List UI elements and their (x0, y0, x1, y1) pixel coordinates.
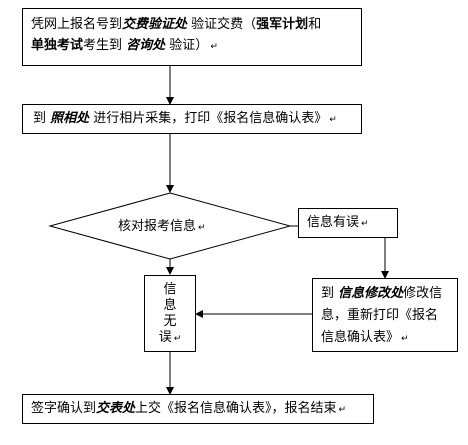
paragraph-mark: ↵ (338, 405, 347, 415)
info-error-text: 信息有误 (307, 215, 360, 230)
separate-exam: 单独考试 (31, 38, 84, 53)
inquiry-office: 咨询处 (126, 38, 166, 53)
box1-text-5: 和 (308, 17, 322, 32)
paragraph-mark: ↵ (401, 334, 409, 344)
info-error-box: 信息有误↵ (298, 208, 398, 238)
box2-text-3: 进行相片采集，打印《报名信息确认表》 (89, 111, 328, 126)
info-correct-char-1: 信 (163, 282, 177, 297)
box1-text-3: 验证交费（ (187, 17, 257, 32)
info-correct-char-4: 误 (158, 330, 172, 345)
info-correct-text: 信 息 无 误↵ (148, 282, 192, 347)
step-verify-payment-box: 凭网上报名号到交费验证处 验证交费（强军计划和 单独考试考生到 咨询处 验证）↵ (22, 8, 362, 66)
paragraph-mark: ↵ (173, 334, 182, 344)
info-correct-box (144, 275, 196, 352)
info-modify-box: 到 信息修改处修改信息，重新打印《报名信息确认表》↵ (312, 278, 458, 352)
paragraph-mark: ↵ (329, 115, 337, 125)
info-correct-char-2: 息 (163, 298, 177, 313)
info-correct-char-3: 无 (163, 314, 177, 329)
modify-text-3: 修改信息，重新打印《报名信息确认表》 (321, 286, 443, 345)
info-modification-office: 信息修改处 (338, 286, 404, 301)
step-submit-box: 签字确认到交表处上交《报名信息确认表》，报名结束↵ (22, 394, 374, 424)
box1-text-7: 考生到 (83, 38, 127, 53)
box2-text-1: 到 (33, 111, 51, 126)
step-photo-box: 到 照相处 进行相片采集，打印《报名信息确认表》↵ (22, 104, 362, 134)
decision-text: 核对报考信息 (118, 219, 197, 234)
decision-label: 核对报考信息↵ (118, 218, 238, 237)
box1-text-1: 凭网上报名号到 (31, 17, 123, 32)
final-text-1: 签字确认到 (31, 401, 97, 416)
paragraph-mark: ↵ (210, 42, 218, 52)
paragraph-mark: ↵ (198, 223, 206, 233)
box1-text-9: 验证） (165, 38, 209, 53)
final-text-3: 上交《报名信息确认表》，报名结束 (135, 401, 337, 416)
strong-army-plan: 强军计划 (256, 17, 309, 32)
modify-text-1: 到 (321, 286, 339, 301)
form-submission-office: 交表处 (96, 401, 136, 416)
photo-office: 照相处 (50, 111, 90, 126)
payment-verification-office: 交费验证处 (122, 17, 188, 32)
paragraph-mark: ↵ (361, 219, 369, 229)
